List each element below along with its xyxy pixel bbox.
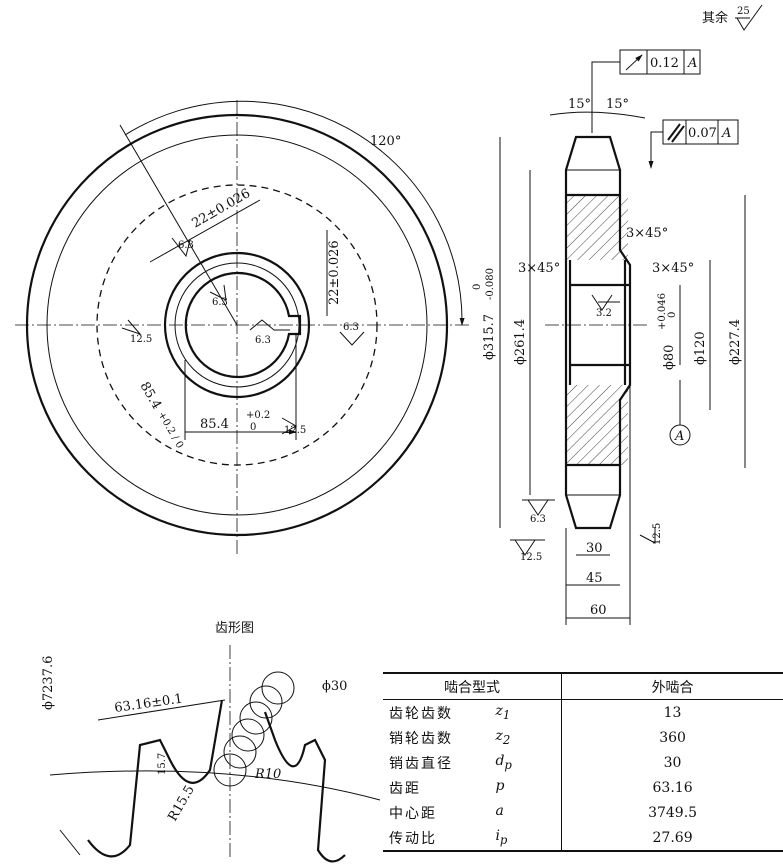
angle-15-right: 15° xyxy=(606,97,629,112)
svg-text:0: 0 xyxy=(472,284,483,290)
svg-text:12.5: 12.5 xyxy=(284,425,306,436)
svg-text:-0.080: -0.080 xyxy=(485,268,496,300)
svg-text:+0.046: +0.046 xyxy=(657,293,668,330)
svg-text:12.5: 12.5 xyxy=(520,552,542,563)
tooth-profile-title: 齿形图 xyxy=(215,621,254,636)
width-60: 60 xyxy=(590,603,607,618)
datum-a-icon xyxy=(669,424,691,446)
svg-text:6.3: 6.3 xyxy=(343,322,359,333)
chamfer-2: 3×45° xyxy=(518,261,560,276)
pin-dia-dim: ϕ30 xyxy=(322,679,347,694)
svg-text:12.5: 12.5 xyxy=(130,334,152,345)
surface-note: 其余 25 xyxy=(702,4,763,31)
svg-text:12.5: 12.5 xyxy=(652,523,663,545)
angle-15-left: 15° xyxy=(568,97,591,112)
dim-85-slant-tol: +0.2 / 0 xyxy=(155,410,185,450)
svg-text:0.07: 0.07 xyxy=(688,126,717,141)
chamfer-3: 3×45° xyxy=(652,261,694,276)
chamfer-1: 3×45° xyxy=(626,226,668,241)
section-view: 0.12 A 0.07 A 15° 15° 3×45° 3×45° 3×45° … xyxy=(472,49,746,625)
dia-hub-dim: ϕ120 xyxy=(693,331,708,365)
depth-dim: 15.7 xyxy=(157,753,168,775)
dia-root-dim: ϕ261.4 xyxy=(513,319,528,365)
runout-icon xyxy=(625,54,643,71)
dia-web-dim: ϕ227.4 xyxy=(728,319,743,365)
svg-text:6.3: 6.3 xyxy=(255,335,271,346)
dia-bore-dim: ϕ80 xyxy=(662,345,677,370)
dim-85-horiz: 85.4 xyxy=(200,417,229,432)
runout-tolerance-frame: 0.12 A xyxy=(591,49,701,133)
svg-text:6.3: 6.3 xyxy=(212,297,228,308)
svg-text:A: A xyxy=(721,126,731,141)
tooth-profile: 齿形图 ϕ7237.6 63.16±0.1 ϕ30 R10 R15.5 15.7 xyxy=(41,621,381,863)
width-45: 45 xyxy=(586,571,603,586)
dim-85-slant: 85.4 xyxy=(137,380,164,413)
dim-85-tol-lower: 0 xyxy=(250,422,256,433)
svg-text:6.3: 6.3 xyxy=(530,514,546,525)
roughness-symbols: 6.3 6.3 12.5 6.3 6.3 12.5 xyxy=(121,237,365,436)
r10-dim: R10 xyxy=(254,767,281,782)
angle-120-label: 120° xyxy=(370,134,401,149)
svg-text:6.3: 6.3 xyxy=(178,240,194,251)
roughness-bore: 3.2 xyxy=(596,308,612,319)
datum-label: A xyxy=(674,429,684,444)
width-30: 30 xyxy=(586,541,603,556)
table-header-type: 啮合型式 xyxy=(383,672,562,700)
roughness-symbol-icon xyxy=(735,4,763,31)
table-header-value: 外啮合 xyxy=(561,672,783,700)
parallel-tolerance-frame: 0.07 A xyxy=(648,119,739,169)
surface-note-label: 其余 xyxy=(702,10,728,26)
r15-dim: R15.5 xyxy=(165,783,197,824)
surface-note-roughness: 25 xyxy=(737,6,750,17)
keyway-depth-dim: 22±0.026 xyxy=(327,240,342,305)
pitch-diameter-dim: ϕ7237.6 xyxy=(41,656,56,710)
front-view: 120° 22±0.026 22±0.026 85.4 +0.2 / 0 85.… xyxy=(15,100,470,555)
svg-text:A: A xyxy=(687,56,697,71)
dia-outer-dim: ϕ315.7 xyxy=(482,314,497,360)
parallel-icon xyxy=(667,123,685,143)
dim-85-tol-upper: +0.2 xyxy=(246,410,270,421)
svg-text:0.12: 0.12 xyxy=(650,56,679,71)
svg-text:0: 0 xyxy=(667,312,678,318)
